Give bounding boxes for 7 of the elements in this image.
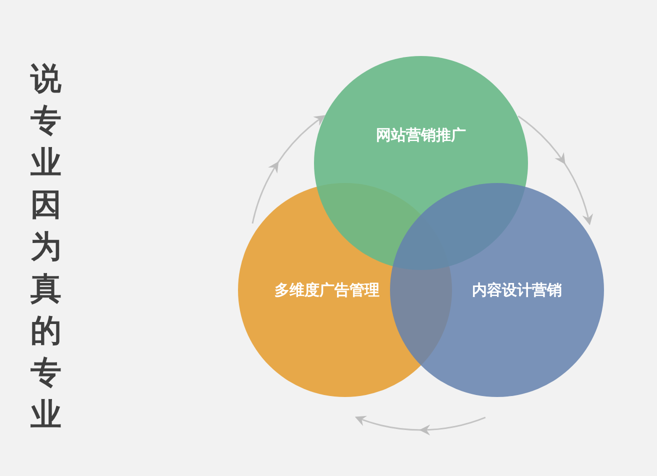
circle-label: 网站营销推广 [376,126,466,144]
circle-label: 内容设计营销 [472,280,562,300]
curved-arrow [252,115,326,224]
curved-arrow [518,116,593,226]
circle-label: 多维度广告管理 [274,280,380,300]
curved-arrow [355,416,486,436]
vertical-title: 说专业因为真的专业 [29,60,62,435]
